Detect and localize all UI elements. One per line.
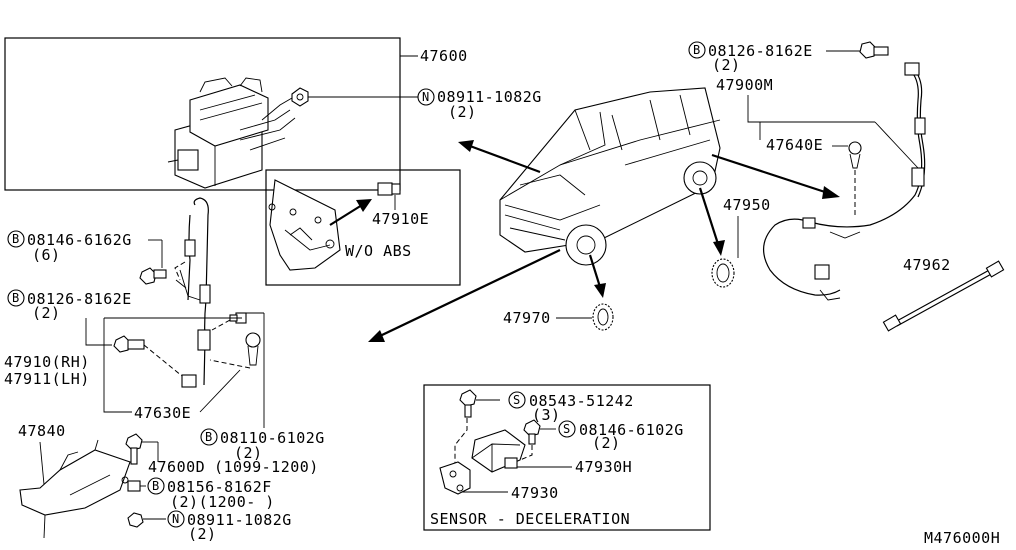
symbol-s: S [563,422,571,436]
part-47950: 47950 [723,196,771,214]
bolt-icon [113,335,145,353]
symbol-b: B [12,291,20,305]
part-47970: 47970 [503,309,551,327]
tone-ring-47950-icon [711,258,735,288]
symbol-b: B [152,479,160,493]
nut-icon [127,512,144,528]
symbol-b: B [12,232,20,246]
arrow-to-47910e [329,199,372,226]
part-47962: 47962 [903,256,951,274]
bolt-icon [139,267,167,285]
bolt-icon [523,419,541,445]
bolt-icon [377,182,401,196]
bolt-symbol-icon [147,477,165,495]
qty-08146-left: (6) [32,246,61,264]
sensor-caption: SENSOR - DECELERATION [430,510,630,528]
part-47640e: 47640E [766,136,823,154]
part-08911-bot: 08911-1082G [187,511,292,529]
qty-08911-top: (2) [448,103,477,121]
qty-08110: (2) [234,444,263,462]
qty-08126-top: (2) [712,56,741,74]
symbol-n: N [422,90,430,104]
part-47910-rh: 47910(RH) [4,353,90,371]
symbol-b: B [693,43,701,57]
diagram-code: M476000H [924,529,1000,545]
arrow-to-front-sensor [368,249,561,342]
tone-ring-47970-icon [592,303,614,331]
qty-08156: (2)(1200- ) [170,493,275,511]
part-08146-left: 08146-6162G [27,231,132,249]
vehicle-icon [499,87,721,266]
qty-08146-sensor: (2) [592,434,621,452]
bolt-symbol-icon [200,428,218,446]
part-08543: 08543-51242 [529,392,634,410]
bracket-47840-group: 47840 47600D (1099-1200) B 08156-8162F (… [18,422,319,543]
bolt-icon [859,41,889,59]
screw-symbol-icon [558,420,576,438]
part-08146-sensor: 08146-6102G [579,421,684,439]
part-47910e: 47910E [372,210,429,228]
bolt-47600d-icon [125,433,143,465]
qty-08911-bot: (2) [188,525,217,543]
symbol-n: N [172,512,180,526]
symbol-s: S [513,393,521,407]
qty-08543: (3) [532,406,561,424]
part-47840: 47840 [18,422,66,440]
abs-actuator-icon [167,77,296,189]
wo-abs-note: W/O ABS [345,242,412,260]
wo-abs-box: 47910E W/O ABS [265,169,461,286]
deceleration-sensor-icon [471,429,526,473]
screw-symbol-icon [508,391,526,409]
part-08911-top: 08911-1082G [437,88,542,106]
bracket-47930-icon [439,461,471,495]
part-47900m: 47900M [716,76,773,94]
part-47630e: 47630E [134,404,191,422]
rear-harness-group: B 08126-8162E (2) 47900M 47640E [688,41,926,301]
bolt-icon [127,480,141,492]
part-47930: 47930 [511,484,559,502]
part-08110: 08110-6102G [220,429,325,447]
bolt-symbol-icon [688,41,706,59]
deceleration-sensor-box: S 08543-51242 (3) S 08146-6102G (2) 4793… [423,384,711,531]
part-08126-left: 08126-8162E [27,290,132,308]
qty-08126-left: (2) [32,304,61,322]
bolt-symbol-icon [7,289,25,307]
cable-47962-icon [882,260,1005,332]
bolt-icon [459,389,477,418]
symbol-b: B [205,430,213,444]
arrow-to-actuator [458,140,541,174]
nut-symbol-icon [417,88,435,106]
actuator-box: 47600 N 08911-1082G (2) [4,37,542,191]
part-47930h: 47930H [575,458,632,476]
range-47600d: (1099-1200) [214,458,319,476]
part-47600: 47600 [420,47,468,65]
part-08126-top: 08126-8162E [708,42,813,60]
part-08156: 08156-8162F [167,478,272,496]
part-47600d: 47600D [148,458,205,476]
part-47911-lh: 47911(LH) [4,370,90,388]
bracket-icon [19,439,131,539]
bolt-symbol-icon [7,230,25,248]
clip-icon [245,332,261,366]
arrow-to-rear-harness [711,153,840,199]
arrow-to-47950 [698,187,725,256]
arrow-to-47970 [588,254,606,298]
nut-icon [291,87,309,107]
nut-symbol-icon [167,510,185,528]
front-sensor-group: B 08146-6162G (6) B 08126-8162E (2) [4,197,325,462]
clip-47640e-icon [848,141,862,169]
